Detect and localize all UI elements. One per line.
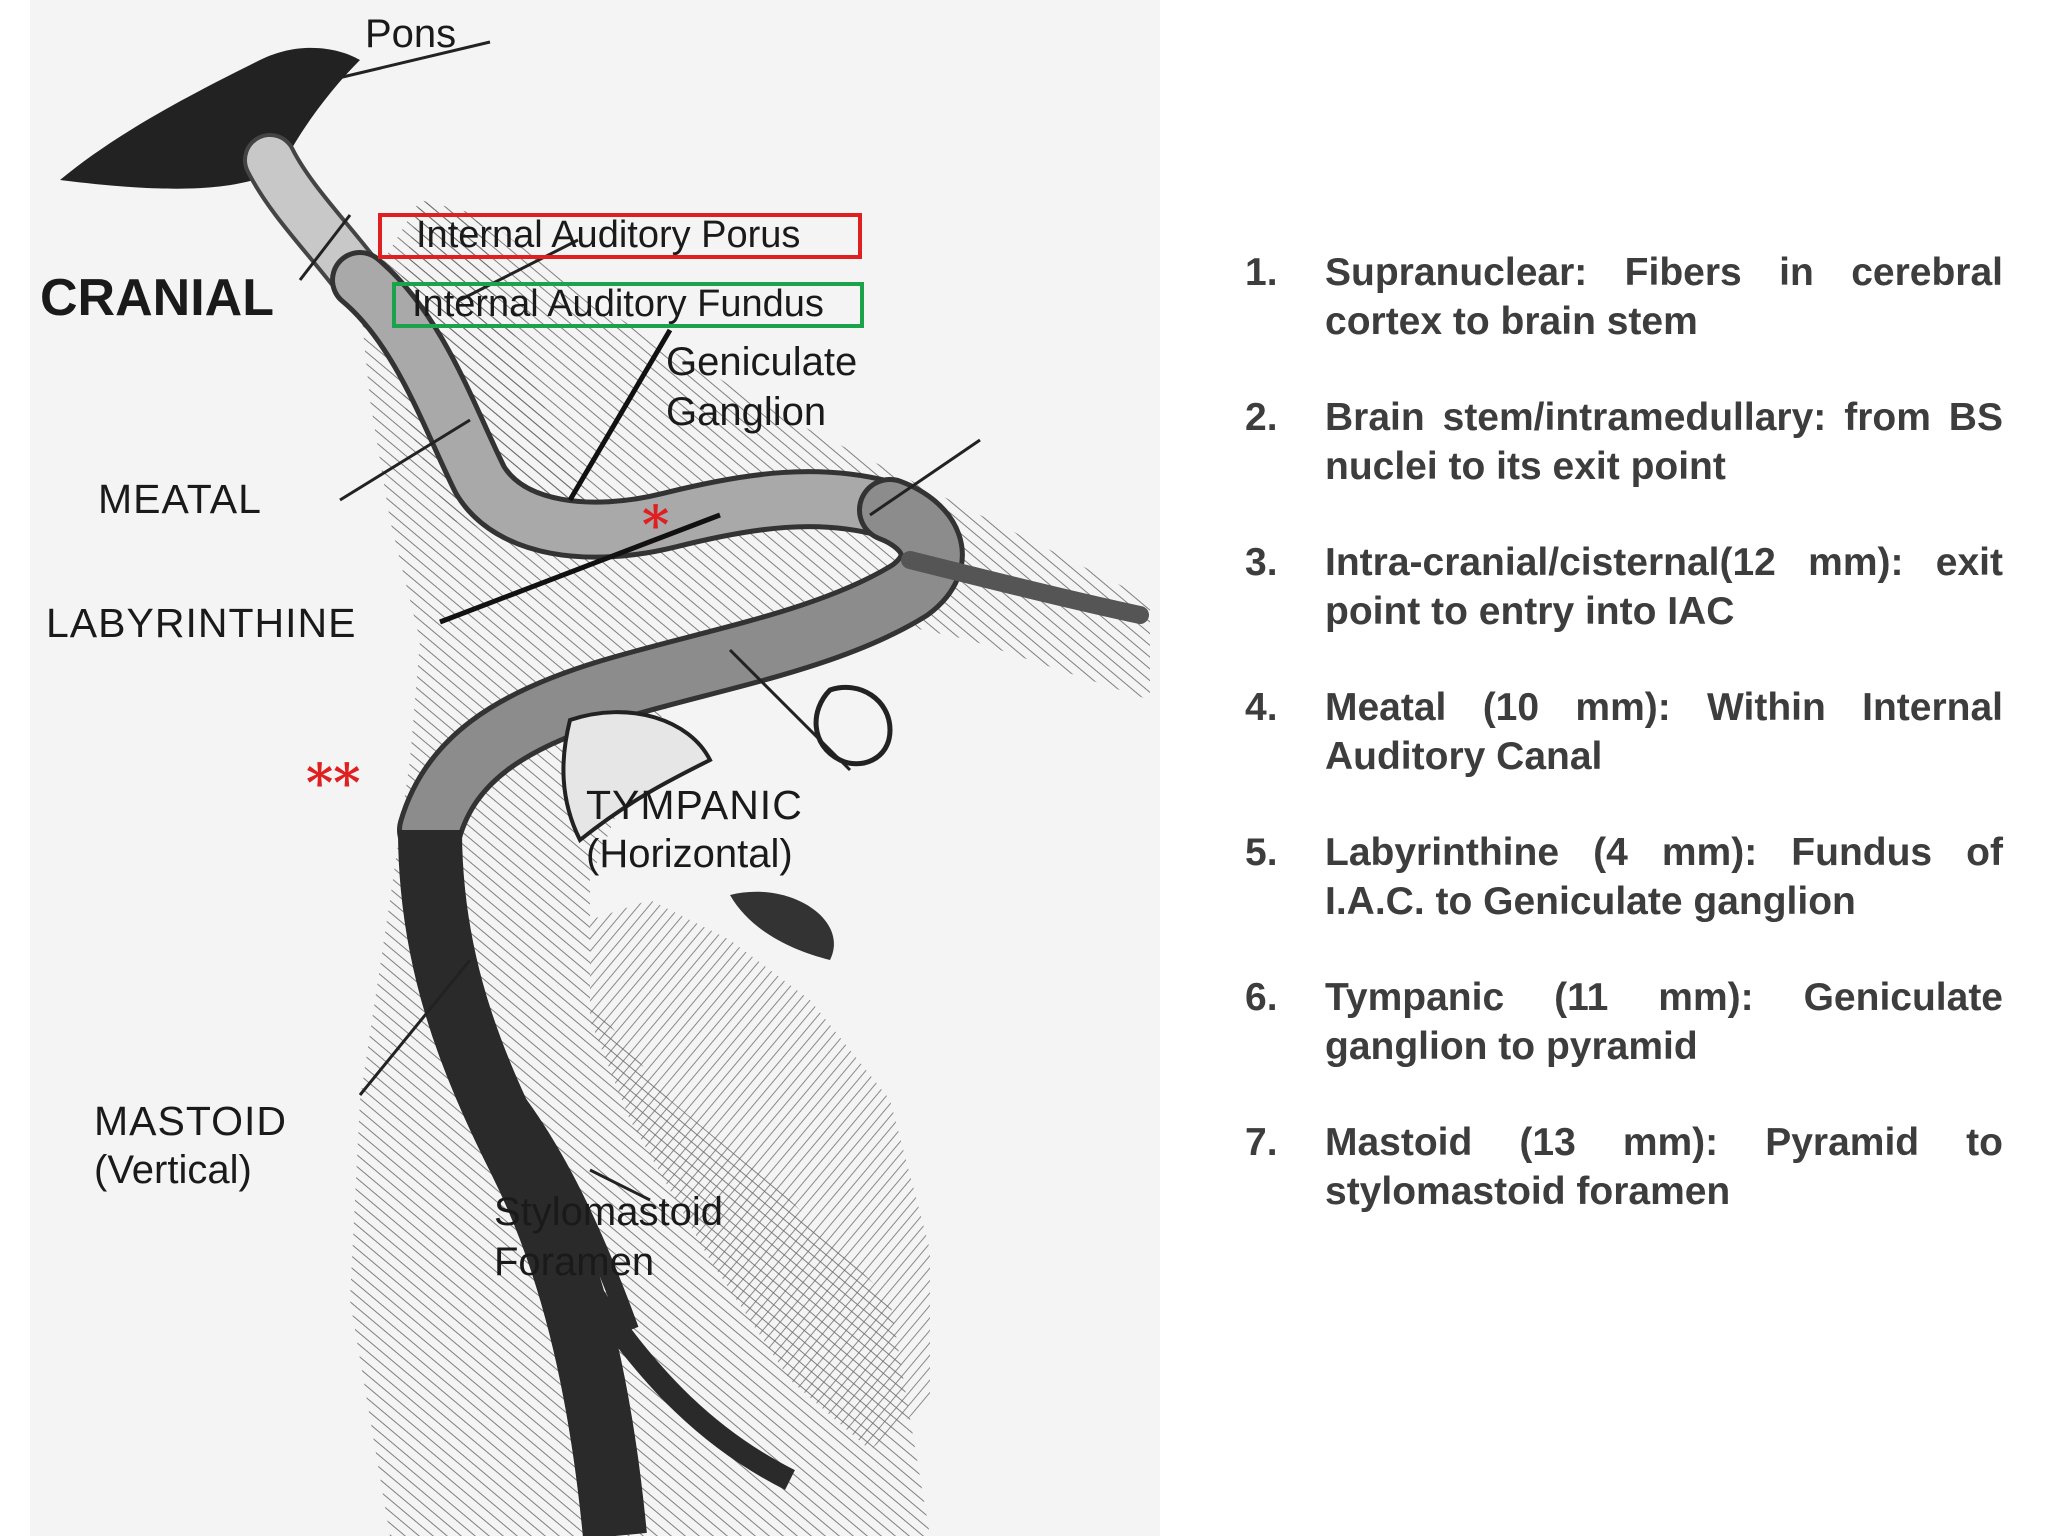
label-meatal: MEATAL: [98, 476, 262, 522]
list-item: 4. Meatal (10 mm): Within Internal Audit…: [1245, 683, 2003, 781]
marker-single-asterisk: *: [642, 495, 670, 556]
item-number: 7.: [1245, 1121, 1278, 1164]
mastoid-bone-region: [590, 900, 930, 1450]
item-text: Intra-cranial/cisternal(12 mm): exit poi…: [1325, 541, 2003, 633]
item-number: 2.: [1245, 396, 1278, 439]
pons-shape: [60, 47, 360, 189]
mastoid-segment: [398, 829, 647, 1536]
list-item: 2. Brain stem/intramedullary: from BS nu…: [1245, 393, 2003, 491]
item-number: 3.: [1245, 541, 1278, 584]
list-item: 6. Tympanic (11 mm): Geniculate ganglion…: [1245, 973, 2003, 1071]
item-text: Mastoid (13 mm): Pyramid to stylomastoid…: [1325, 1121, 2003, 1213]
label-mastoid: MASTOID: [94, 1098, 288, 1144]
item-text: Labyrinthine (4 mm): Fundus of I.A.C. to…: [1325, 831, 2003, 923]
segment-list: 1. Supranuclear: Fibers in cerebral cort…: [1245, 248, 2003, 1263]
label-vertical: (Vertical): [94, 1148, 252, 1192]
list-item: 1. Supranuclear: Fibers in cerebral cort…: [1245, 248, 2003, 346]
label-cranial: CRANIAL: [40, 269, 274, 327]
label-horizontal: (Horizontal): [586, 832, 793, 876]
item-number: 5.: [1245, 831, 1278, 874]
label-labyrinthine: LABYRINTHINE: [46, 600, 357, 646]
list-item: 3. Intra-cranial/cisternal(12 mm): exit …: [1245, 538, 2003, 636]
item-number: 1.: [1245, 251, 1278, 294]
porus-highlight-box: [378, 213, 862, 259]
item-number: 4.: [1245, 686, 1278, 729]
label-stylomastoid: Stylomastoid: [494, 1190, 723, 1234]
item-text: Supranuclear: Fibers in cerebral cortex …: [1325, 251, 2003, 343]
ossicle-shape: [813, 684, 893, 767]
item-text: Tympanic (11 mm): Geniculate ganglion to…: [1325, 976, 2003, 1068]
distal-branch: [580, 1283, 795, 1490]
petrosal-branch: [901, 551, 1149, 624]
label-ganglion: Ganglion: [666, 390, 827, 434]
label-geniculate: Geniculate: [666, 340, 858, 384]
incus-shape: [561, 710, 713, 844]
stapes-shape: [730, 891, 834, 960]
list-item: 7. Mastoid (13 mm): Pyramid to stylomast…: [1245, 1118, 2003, 1216]
chorda-branch: [493, 1074, 639, 1334]
nerve-illustration: [60, 40, 1150, 1536]
label-tympanic: TYMPANIC: [586, 782, 803, 828]
label-internal-auditory-porus: Internal Auditory Porus: [416, 214, 801, 256]
item-number: 6.: [1245, 976, 1278, 1019]
label-foramen: Foramen: [494, 1240, 655, 1284]
list-item: 5. Labyrinthine (4 mm): Fundus of I.A.C.…: [1245, 828, 2003, 926]
facial-nerve-diagram: Pons CRANIAL Internal Auditory Porus Int…: [30, 0, 1160, 1536]
marker-double-asterisk: **: [306, 753, 361, 814]
item-text: Meatal (10 mm): Within Internal Auditory…: [1325, 686, 2003, 778]
label-pons: Pons: [365, 12, 457, 56]
label-internal-auditory-fundus: Internal Auditory Fundus: [412, 283, 824, 325]
fundus-highlight-box: [392, 282, 864, 328]
item-text: Brain stem/intramedullary: from BS nucle…: [1325, 396, 2003, 488]
